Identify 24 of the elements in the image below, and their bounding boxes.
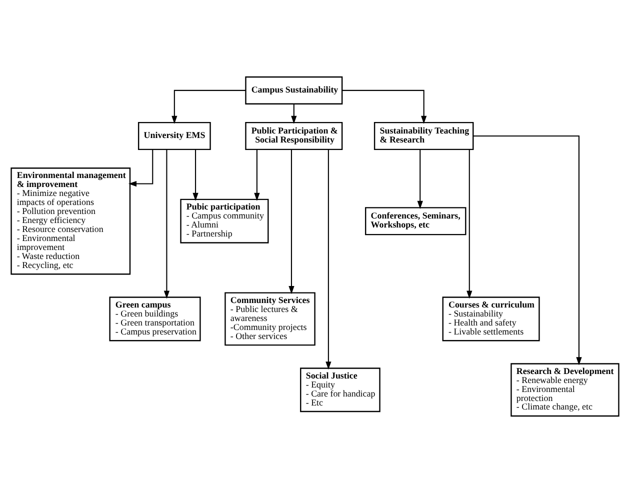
node-box: Campus Sustainability (245, 76, 343, 104)
arrow (466, 149, 472, 299)
node-box: Courses & curriculum - Sustainability - Health and safety - Livable settlements (442, 296, 540, 342)
node-box: Public Participation & Social Responsibility (245, 122, 343, 150)
node-box: Conferences, Seminars, Workshops, etc (365, 207, 466, 236)
arrow (473, 135, 582, 366)
arrow (288, 149, 294, 294)
arrow (172, 90, 246, 124)
node-box: Research & Development - Renewable energy - Environmental protection - Climate change, etc (510, 363, 620, 417)
arrow (192, 149, 198, 201)
arrow (326, 150, 332, 370)
arrow (164, 149, 170, 299)
arrow (128, 150, 154, 187)
arrow (417, 149, 423, 209)
arrow (342, 90, 427, 124)
node-box: Community Services - Public lectures & awareness -Community projects - Other services (224, 292, 316, 346)
arrow (291, 104, 297, 124)
node-box: Sustainability Teaching & Research (374, 122, 474, 150)
arrow (254, 149, 260, 201)
node-box: Environmental management & improvement - Minimize negative impacts of operations - Pollution prevention - Energy efficiency - Resource conservation - Environmental improvement - Waste reduction - Recycling, etc (10, 168, 131, 275)
node-box: Pubic participation - Campus community - Alumni - Partnership (180, 198, 269, 244)
node-box: Green campus - Green buildings - Green transportation - Campus preservation (109, 296, 201, 342)
node-box: Social Justice - Equity - Care for handicap - Etc (300, 368, 380, 412)
node-box: University EMS (138, 122, 211, 150)
